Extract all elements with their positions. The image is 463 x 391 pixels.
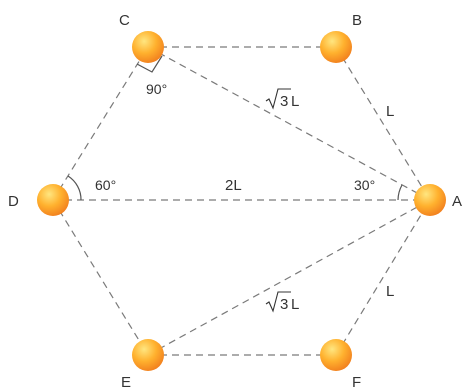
node-label-d: D xyxy=(8,193,19,210)
node-f-ball xyxy=(320,339,352,371)
node-b-ball xyxy=(320,31,352,63)
edge-c-a xyxy=(147,46,431,201)
sqrt-sign-e-a xyxy=(265,291,291,313)
edge-d-e xyxy=(52,199,149,356)
edge-e-a xyxy=(147,199,431,356)
node-label-f: F xyxy=(352,374,361,391)
distance-unit-c-a: L xyxy=(291,93,299,110)
node-d-ball xyxy=(37,184,69,216)
angle-arc-a xyxy=(397,184,403,201)
distance-label-f-a: L xyxy=(386,283,394,300)
node-e-ball xyxy=(132,339,164,371)
edge-d-c xyxy=(52,46,149,201)
node-label-c: C xyxy=(119,12,130,29)
distance-label-e-a: 3 L xyxy=(265,291,299,313)
angle-arc-d xyxy=(67,175,82,201)
distance-unit-e-a: L xyxy=(291,296,299,313)
edge-f-a xyxy=(335,199,431,356)
angle-label-d: 60° xyxy=(95,177,116,193)
node-c-ball xyxy=(132,31,164,63)
edge-b-a xyxy=(335,46,431,201)
node-label-a: A xyxy=(452,193,462,210)
node-label-e: E xyxy=(121,374,131,391)
distance-label-c-a: 3 L xyxy=(265,88,299,110)
angle-label-c: 90° xyxy=(146,81,167,97)
node-a-ball xyxy=(414,184,446,216)
distance-label-d-a: 2L xyxy=(225,177,242,194)
distance-radicand-e-a: 3 xyxy=(280,296,288,313)
distance-radicand-c-a: 3 xyxy=(280,93,288,110)
angle-label-a: 30° xyxy=(354,177,375,193)
distance-label-b-a: L xyxy=(386,103,394,120)
node-label-b: B xyxy=(352,12,362,29)
sqrt-sign-c-a xyxy=(265,88,291,110)
right-angle-marker-c xyxy=(136,55,163,73)
